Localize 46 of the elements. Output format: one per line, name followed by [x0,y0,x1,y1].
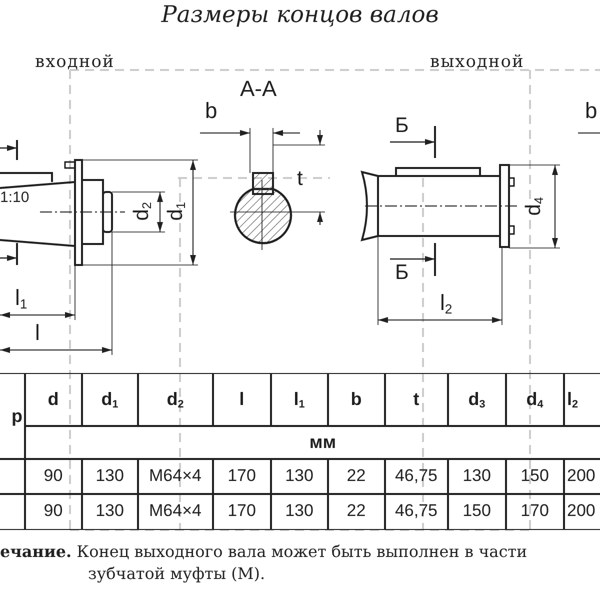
section-label: А-А [240,78,277,100]
table-cell: 130 [81,493,138,530]
table-header-cell: d$_{4}$ [505,373,564,426]
table-header-cell: d [24,373,82,426]
table-header-cell: мм [24,425,600,460]
taper-label: 1:10 [0,190,30,205]
table-cell: 130 [81,458,138,494]
dimension-label: t [297,168,303,189]
table-cell: M64×4 [137,458,214,494]
table-cell: 200 [563,458,600,494]
view-label: входной [35,54,115,71]
note-text: ечание. Конец выходного вала может быть выполнен в части зубчатой муфты (М). [0,541,528,585]
table-cell: 170 [505,493,564,530]
table-header-cell: l [212,373,272,426]
dimension-label: l$_{1}$ [15,287,28,310]
table-header-cell: р [0,373,26,460]
section-label: Б [395,262,409,283]
table-header-cell: d$_{2}$ [137,373,214,426]
title: Размеры концов валов [160,4,440,27]
table-cell: 130 [270,458,328,494]
table-header-cell: d$_{1}$ [81,373,138,426]
table-cell: 90 [24,458,82,494]
dimension-label: b [205,100,218,122]
table-cell: 46,75 [384,493,448,530]
dimension-label: b [585,100,598,122]
table-cell: 200 [563,493,600,530]
dimension-label: l$_{2}$ [440,292,452,316]
table-cell: 150 [505,458,564,494]
table-cell: 22 [327,458,386,494]
table-header-cell: l$_{2}$ [563,373,600,426]
table-cell: 130 [447,458,506,494]
table-cell: 22 [327,493,386,530]
table-cell: 90 [24,493,82,530]
table-cell: 46,75 [384,458,448,494]
dimension-label: l [35,322,40,344]
table-cell: 130 [270,493,328,530]
table-cell: M64×4 [137,493,214,530]
section-label: Б [395,115,409,136]
table-header-cell: b [327,373,386,426]
table-header-cell: d$_{3}$ [447,373,506,426]
table-cell: 150 [447,493,506,530]
table-header-cell: t [384,373,448,426]
table-header-cell: l$_{1}$ [270,373,328,426]
table-cell: 170 [212,493,272,530]
table-cell: 170 [212,458,272,494]
view-label: выходной [430,54,524,71]
